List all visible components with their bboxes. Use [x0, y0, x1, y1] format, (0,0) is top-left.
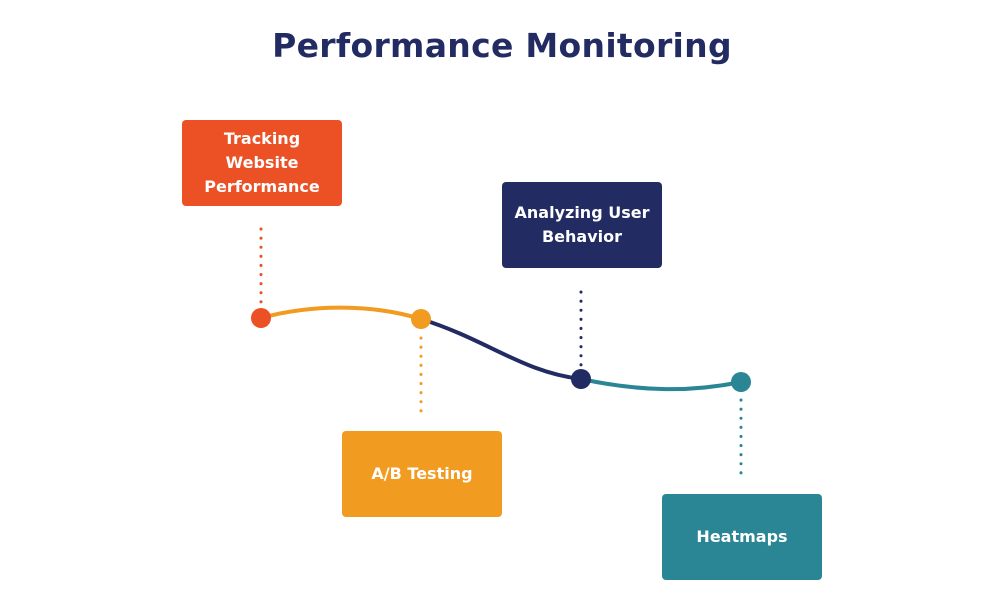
step-box-analyzing: Analyzing User Behavior — [502, 182, 662, 268]
step-box-heatmaps: Heatmaps — [662, 494, 822, 580]
diagram-title: Performance Monitoring — [272, 26, 732, 65]
curve-segment-1 — [259, 305, 423, 321]
step-label-analyzing: Analyzing User Behavior — [514, 203, 650, 246]
step-label-ab-testing: A/B Testing — [371, 464, 473, 483]
step-label-heatmaps: Heatmaps — [696, 527, 788, 546]
node-heatmaps — [731, 372, 751, 392]
node-analyzing — [571, 369, 591, 389]
curve-segment-3 — [579, 377, 743, 392]
node-ab-testing — [411, 309, 431, 329]
node-tracking — [251, 308, 271, 328]
step-box-ab-testing: A/B Testing — [342, 431, 502, 517]
step-box-tracking: Tracking Website Performance — [182, 120, 342, 206]
step-label-tracking: Tracking Website Performance — [204, 129, 320, 196]
curve-segment-2 — [419, 317, 583, 381]
